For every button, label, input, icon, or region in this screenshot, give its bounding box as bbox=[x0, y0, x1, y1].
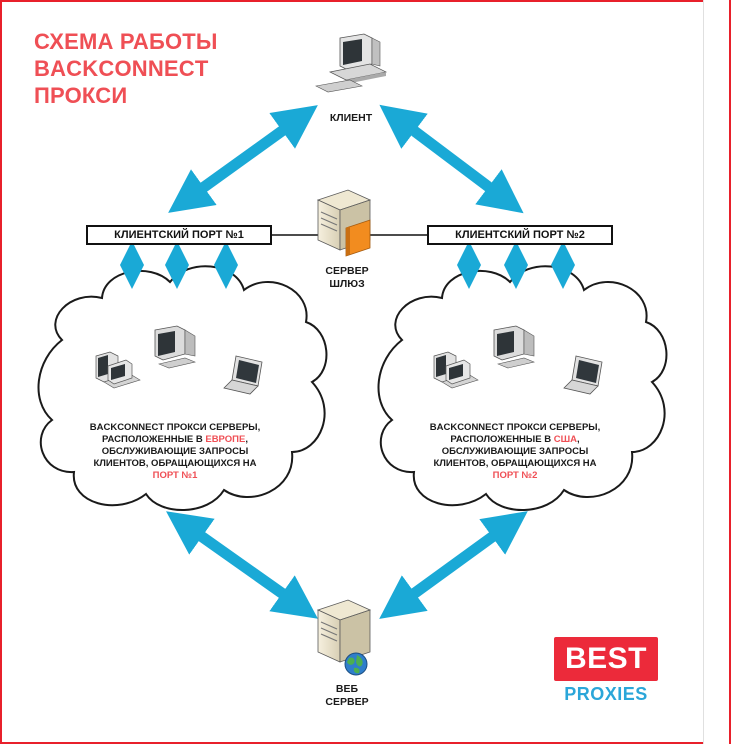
cloud-right-line4: КЛИЕНТОВ, ОБРАЩАЮЩИХСЯ НА bbox=[433, 458, 597, 469]
cloud-left-text: BACKCONNECT ПРОКСИ СЕРВЕРЫ, РАСПОЛОЖЕННЫ… bbox=[80, 422, 270, 482]
cloud-right-line1: BACKCONNECT ПРОКСИ СЕРВЕРЫ, bbox=[429, 422, 601, 433]
right-border bbox=[729, 0, 731, 744]
title-line-3: ПРОКСИ bbox=[34, 83, 128, 108]
gateway-server-label: СЕРВЕР ШЛЮЗ bbox=[314, 265, 380, 291]
gateway-server-icon bbox=[316, 189, 372, 257]
cloud-left bbox=[37, 265, 328, 511]
bestproxies-logo: BEST PROXIES bbox=[554, 637, 658, 705]
cloud1-desktop-icon bbox=[95, 351, 141, 389]
cloud-left-line2: РАСПОЛОЖЕННЫЕ В ЕВРОПЕ, bbox=[80, 434, 270, 446]
diagram-title: СХЕМА РАБОТЫ BACKCONNECT ПРОКСИ bbox=[34, 28, 218, 109]
logo-proxies-text: PROXIES bbox=[564, 684, 648, 704]
web-server-icon bbox=[316, 599, 372, 663]
right-margin bbox=[703, 0, 731, 744]
cloud-right-port: ПОРТ №2 bbox=[492, 470, 538, 481]
cloud-right-text: BACKCONNECT ПРОКСИ СЕРВЕРЫ, РАСПОЛОЖЕННЫ… bbox=[420, 422, 610, 482]
cloud-right-line3: ОБСЛУЖИВАЮЩИЕ ЗАПРОСЫ bbox=[441, 446, 589, 457]
arrow-client-port1 bbox=[168, 105, 318, 213]
cloud-right-region: США bbox=[553, 434, 577, 445]
cloud-left-port: ПОРТ №1 bbox=[152, 470, 198, 481]
client-port-2-box: КЛИЕНТСКИЙ ПОРТ №2 bbox=[427, 225, 613, 245]
cloud-left-region: ЕВРОПЕ bbox=[205, 434, 246, 445]
arrow-client-port2 bbox=[379, 104, 524, 214]
arrow-cloud1-web bbox=[166, 511, 318, 619]
cloud-left-line3: ОБСЛУЖИВАЮЩИЕ ЗАПРОСЫ bbox=[101, 446, 249, 457]
gateway-label-line2: ШЛЮЗ bbox=[329, 278, 365, 290]
web-label-line2: СЕРВЕР bbox=[325, 696, 369, 708]
cloud-right bbox=[377, 265, 668, 511]
web-label-line1: ВЕБ bbox=[335, 683, 359, 695]
arrow-cloud2-web bbox=[379, 511, 528, 619]
logo-best-text: BEST bbox=[554, 637, 658, 681]
gateway-label-line1: СЕРВЕР bbox=[325, 265, 369, 277]
cloud-left-line2-pre: РАСПОЛОЖЕННЫЕ В bbox=[102, 434, 206, 445]
globe-icon bbox=[344, 652, 368, 676]
title-line-2: BACKCONNECT bbox=[34, 56, 209, 81]
cloud2-desktop-icon bbox=[433, 351, 479, 389]
cloud-right-line2-pre: РАСПОЛОЖЕННЫЕ В bbox=[450, 434, 554, 445]
client-desktop-icon bbox=[315, 33, 388, 93]
web-server-label: ВЕБ СЕРВЕР bbox=[314, 683, 380, 709]
cloud-left-line4: КЛИЕНТОВ, ОБРАЩАЮЩИХСЯ НА bbox=[93, 458, 257, 469]
client-port-1-box: КЛИЕНТСКИЙ ПОРТ №1 bbox=[86, 225, 272, 245]
cloud-right-line2-post: , bbox=[576, 434, 580, 445]
cloud-right-line2: РАСПОЛОЖЕННЫЕ В США, bbox=[420, 434, 610, 446]
cloud-left-line2-post: , bbox=[245, 434, 248, 445]
client-label: КЛИЕНТ bbox=[329, 112, 373, 124]
cloud-left-line1: BACKCONNECT ПРОКСИ СЕРВЕРЫ, bbox=[89, 422, 261, 433]
title-line-1: СХЕМА РАБОТЫ bbox=[34, 29, 218, 54]
